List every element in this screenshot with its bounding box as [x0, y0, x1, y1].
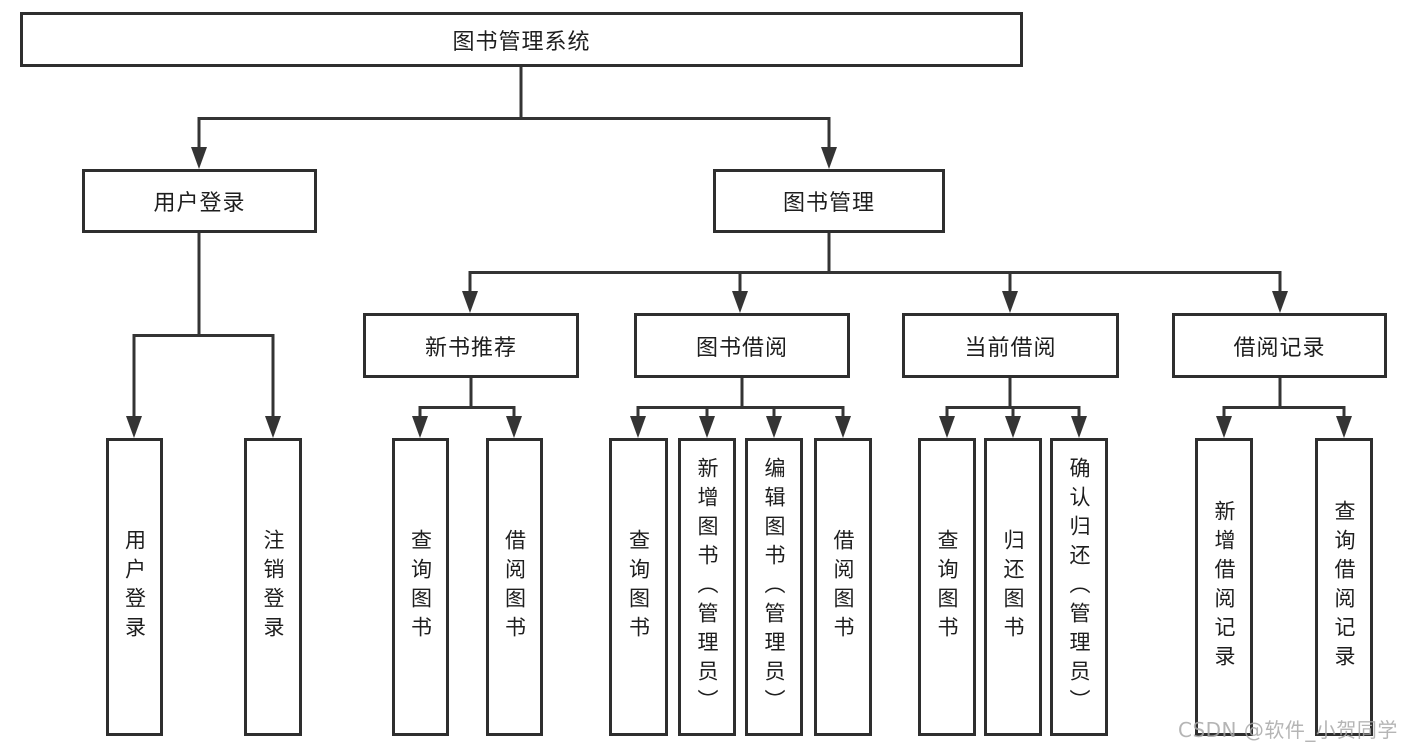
node-book-management: 图书管理	[713, 169, 945, 233]
node-leaf-br-query-record-label: 查询借阅记录	[1332, 500, 1356, 674]
node-leaf-bb-edit-book-admin: 编辑图书（管理员）	[745, 438, 803, 736]
node-leaf-bb-add-book-admin: 新增图书（管理员）	[678, 438, 736, 736]
node-leaf-cb-confirm-return-admin-label: 确认归还（管理员）	[1067, 456, 1091, 718]
node-leaf-rec-borrow-book-label: 借阅图书	[502, 529, 527, 645]
node-borrow-records-label: 借阅记录	[1233, 335, 1326, 361]
node-leaf-cb-confirm-return-admin: 确认归还（管理员）	[1050, 438, 1108, 736]
node-leaf-logout-label: 注销登录	[261, 529, 285, 645]
arrow-down-icon	[939, 416, 955, 438]
node-leaf-bb-borrow-book-label: 借阅图书	[831, 529, 855, 645]
arrow-down-icon	[835, 416, 851, 438]
node-book-borrow: 图书借阅	[634, 313, 850, 378]
arrow-down-icon	[1272, 291, 1288, 313]
arrow-down-icon	[126, 416, 142, 438]
node-leaf-user-login-label: 用户登录	[122, 529, 147, 645]
arrow-down-icon	[766, 416, 782, 438]
node-book-management-label: 图书管理	[782, 191, 875, 216]
arrow-down-icon	[191, 147, 207, 169]
node-book-borrow-label: 图书借阅	[695, 335, 788, 361]
node-leaf-bb-query-book: 查询图书	[609, 438, 668, 736]
node-new-book-recommend-label: 新书推荐	[424, 335, 517, 361]
node-user-login-label: 用户登录	[153, 191, 246, 216]
csdn-watermark: CSDN @软件_小贺同学	[1178, 718, 1398, 742]
node-leaf-br-query-record: 查询借阅记录	[1315, 438, 1373, 736]
node-leaf-cb-query-book: 查询图书	[918, 438, 976, 736]
node-leaf-bb-add-book-admin-label: 新增图书（管理员）	[695, 456, 719, 718]
arrow-down-icon	[732, 291, 748, 313]
node-root: 图书管理系统	[20, 12, 1023, 67]
arrow-down-icon	[821, 147, 837, 169]
node-user-login: 用户登录	[82, 169, 317, 233]
arrow-down-icon	[1002, 291, 1018, 313]
node-leaf-bb-edit-book-admin-label: 编辑图书（管理员）	[762, 456, 786, 718]
arrow-down-icon	[412, 416, 428, 438]
node-current-borrow: 当前借阅	[902, 313, 1119, 378]
node-leaf-bb-query-book-label: 查询图书	[626, 529, 651, 645]
arrowheads	[126, 147, 1352, 438]
node-leaf-rec-query-book: 查询图书	[392, 438, 449, 736]
node-leaf-cb-return-book-label: 归还图书	[1001, 529, 1025, 645]
node-leaf-cb-return-book: 归还图书	[984, 438, 1042, 736]
connector-lines	[132, 66, 1346, 417]
node-leaf-user-login: 用户登录	[106, 438, 163, 736]
arrow-down-icon	[1336, 416, 1352, 438]
node-leaf-rec-borrow-book: 借阅图书	[486, 438, 543, 736]
arrow-down-icon	[462, 291, 478, 313]
arrow-down-icon	[699, 416, 715, 438]
arrow-down-icon	[506, 416, 522, 438]
node-new-book-recommend: 新书推荐	[363, 313, 579, 378]
node-root-label: 图书管理系统	[452, 29, 591, 55]
arrow-down-icon	[1071, 416, 1087, 438]
node-leaf-logout: 注销登录	[244, 438, 302, 736]
arrow-down-icon	[630, 416, 646, 438]
node-current-borrow-label: 当前借阅	[964, 335, 1057, 361]
node-leaf-br-add-record: 新增借阅记录	[1195, 438, 1253, 736]
node-borrow-records: 借阅记录	[1172, 313, 1387, 378]
arrow-down-icon	[265, 416, 281, 438]
node-leaf-rec-query-book-label: 查询图书	[408, 529, 433, 645]
node-leaf-cb-query-book-label: 查询图书	[935, 529, 959, 645]
arrow-down-icon	[1005, 416, 1021, 438]
arrow-down-icon	[1216, 416, 1232, 438]
node-leaf-br-add-record-label: 新增借阅记录	[1212, 500, 1236, 674]
node-leaf-bb-borrow-book: 借阅图书	[814, 438, 872, 736]
